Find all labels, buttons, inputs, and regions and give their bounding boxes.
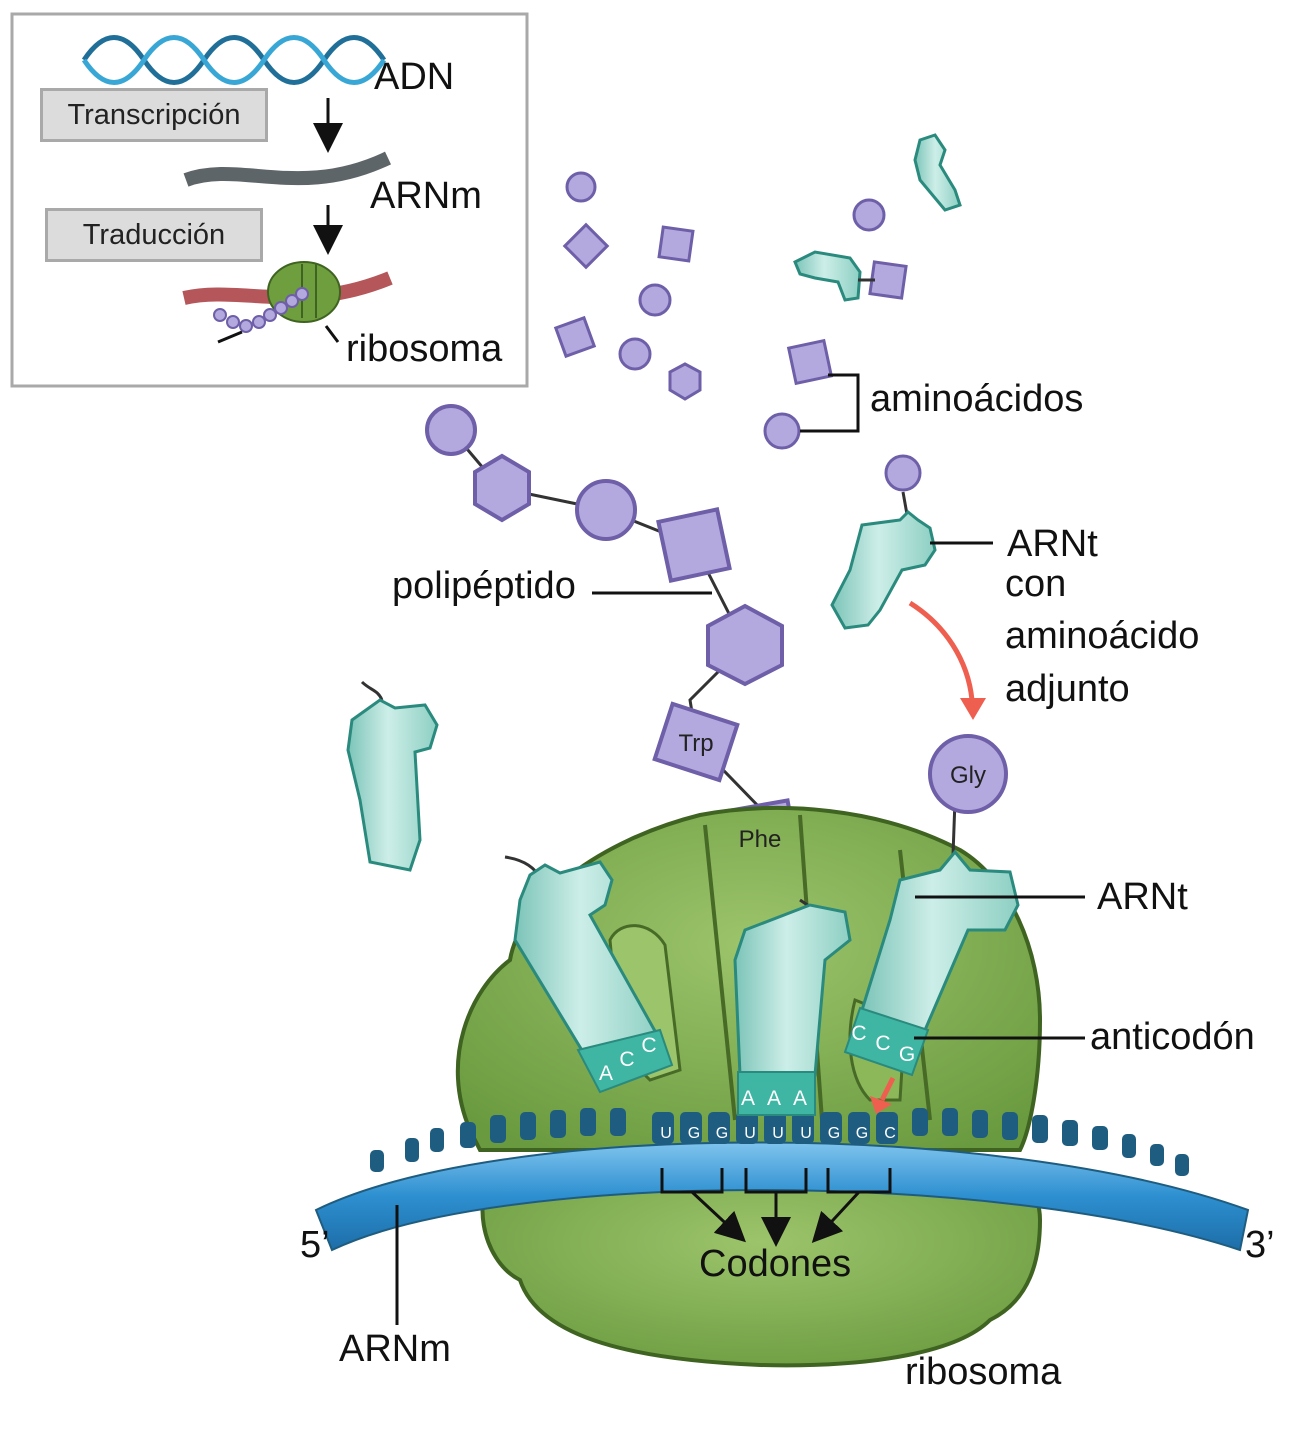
- translation-box: Traducción: [45, 208, 263, 262]
- trna-floating-small-2: [793, 250, 862, 302]
- dna-helix-icon: [81, 35, 387, 85]
- anticodon-left-base: C: [619, 1048, 635, 1071]
- trna-aa-label-line1: ARNt: [1007, 523, 1098, 565]
- trna-peptidyl-site: [733, 898, 852, 1116]
- codon-base: U: [744, 1125, 756, 1142]
- ribosome-label: ribosoma: [905, 1351, 1062, 1393]
- leader-lines: [395, 541, 1085, 1325]
- trna-aa-label-line4: adjunto: [1005, 668, 1130, 710]
- codon-base: G: [687, 1125, 701, 1142]
- mrna-label: ARNm: [339, 1328, 451, 1370]
- inset-mrna-label: ARNm: [370, 175, 482, 217]
- trna-floating-small-1: [913, 133, 962, 212]
- three-prime-label: 3’: [1245, 1224, 1275, 1266]
- free-amino-acids: [553, 171, 908, 450]
- anticodon-right-base: G: [898, 1043, 916, 1066]
- amino-acids-label: aminoácidos: [870, 378, 1084, 420]
- trp-label: Trp: [678, 730, 714, 757]
- codon-base: G: [715, 1125, 729, 1142]
- trna-floating-left: [346, 680, 439, 872]
- codon-base: C: [884, 1125, 896, 1142]
- anticodon-middle-base: A: [766, 1087, 781, 1110]
- phe-label: Phe: [738, 826, 782, 853]
- anticodon-middle-base: A: [740, 1087, 755, 1110]
- trna-aminoacyl-site: [843, 734, 1020, 1114]
- inset-overview: [10, 12, 529, 388]
- inset-mrna-strand: [183, 151, 392, 187]
- five-prime-label: 5’: [300, 1224, 330, 1266]
- trna-label: ARNt: [1097, 876, 1188, 918]
- trna-aa-label-line2: con: [1005, 563, 1067, 605]
- gly-label: Gly: [950, 762, 986, 789]
- anticodon-left-base: C: [641, 1034, 657, 1057]
- codon-base: G: [827, 1125, 841, 1142]
- codon-base: G: [855, 1125, 869, 1142]
- codon-base: U: [772, 1125, 784, 1142]
- inset-polypeptide-beads: [213, 287, 309, 333]
- anticodon-middle-base: A: [792, 1087, 807, 1110]
- anticodon-left-base: A: [598, 1062, 613, 1085]
- mrna-bases: [370, 1108, 1189, 1176]
- inset-dna-label: ADN: [374, 56, 455, 98]
- anticodon-right-base: C: [875, 1032, 891, 1055]
- transcription-box: Transcripción: [40, 88, 268, 142]
- trna-exit-site: [504, 855, 674, 1094]
- trna-aa-label-line3: aminoácido: [1005, 615, 1200, 657]
- codon-base: U: [800, 1125, 812, 1142]
- incoming-arrow: [908, 600, 975, 701]
- mrna-strand: [314, 1108, 1250, 1252]
- anticodon-label: anticodón: [1090, 1016, 1255, 1058]
- codons-label: Codones: [699, 1243, 852, 1285]
- anticodon-right-base: C: [851, 1022, 867, 1045]
- inset-ribosome-label: ribosoma: [346, 328, 503, 370]
- trna-incoming: [830, 454, 937, 630]
- codon-base: U: [660, 1125, 672, 1142]
- polypeptide-label: polipéptido: [392, 565, 576, 607]
